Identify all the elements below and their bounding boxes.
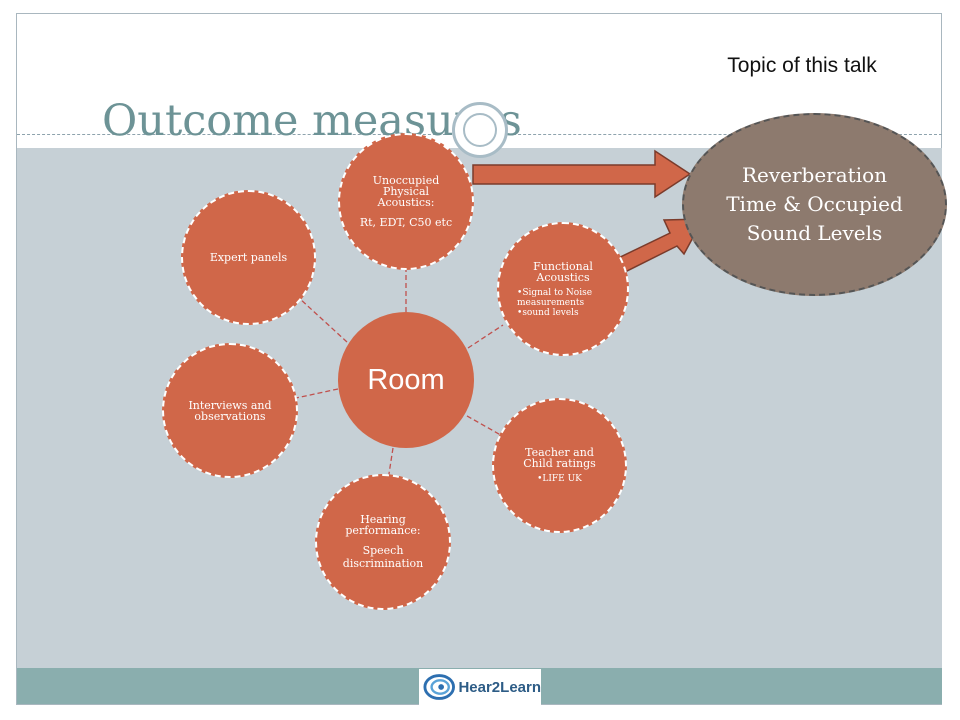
node-expert-panels: Expert panels xyxy=(181,190,316,325)
node-unoccupied-acoustics: Unoccupied Physical Acoustics: Rt, EDT, … xyxy=(338,133,474,270)
node-functional-bullets: Signal to Noise measurements sound level… xyxy=(517,288,609,318)
arrow-unoccupied-to-highlight xyxy=(472,149,692,199)
slide-title: Outcome measures xyxy=(102,96,522,146)
highlight-label: Reverberation Time & Occupied Sound Leve… xyxy=(726,163,903,245)
logo-text: Hear2Learn xyxy=(458,678,541,696)
node-unoccupied-sub: Rt, EDT, C50 etc xyxy=(359,215,453,229)
node-interviews: Interviews and observations xyxy=(162,343,298,478)
highlight-ellipse: Reverberation Time & Occupied Sound Leve… xyxy=(682,113,947,296)
node-teacher-bullets: LIFE UK xyxy=(537,474,582,484)
connector-teacher xyxy=(459,411,507,439)
node-teacher-ratings: Teacher and Child ratings LIFE UK xyxy=(492,398,627,533)
node-teacher-title: Teacher and Child ratings xyxy=(523,446,596,470)
connector-expert xyxy=(298,297,348,343)
node-functional-acoustics: Functional Acoustics Signal to Noise mea… xyxy=(497,222,629,356)
node-unoccupied-title: Unoccupied Physical Acoustics: xyxy=(372,173,440,209)
connector-interviews xyxy=(295,388,339,399)
node-expert-title: Expert panels xyxy=(209,251,288,264)
node-functional-bullet-2: sound levels xyxy=(517,308,609,318)
node-functional-bullet-1: Signal to Noise measurements xyxy=(517,288,609,308)
node-interviews-title: Interviews and observations xyxy=(188,398,272,423)
node-teacher-bullet-1: LIFE UK xyxy=(537,474,582,484)
node-hearing-sub: Speech discrimination xyxy=(342,544,424,570)
topic-callout: Topic of this talk xyxy=(727,54,877,77)
decorative-inner-circle-icon xyxy=(463,113,497,147)
node-hearing-performance: Hearing performance: Speech discriminati… xyxy=(315,474,451,610)
node-functional-title: Functional Acoustics xyxy=(533,259,593,284)
connector-functional xyxy=(467,324,504,349)
swirl-icon xyxy=(423,674,455,700)
center-node-room: Room xyxy=(338,312,474,448)
hear2learn-logo: Hear2Learn xyxy=(419,669,541,705)
node-hearing-title: Hearing performance: xyxy=(345,513,421,537)
center-node-label: Room xyxy=(367,363,445,396)
